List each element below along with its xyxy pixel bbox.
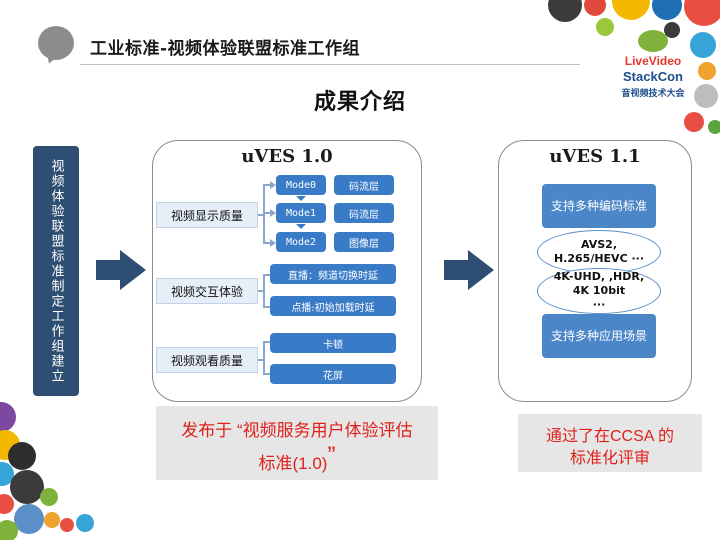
category-display-quality: 视频显示质量 bbox=[156, 202, 258, 228]
review-line-2: 标准化评审 bbox=[569, 450, 650, 467]
viewing-item-artifact: 花屏 bbox=[270, 364, 396, 384]
working-group-label: 视频体验联盟标准制定工作组建立 bbox=[48, 158, 64, 384]
review-line-1: 通过了在CCSA 的 bbox=[545, 428, 675, 445]
decor-dot bbox=[612, 0, 650, 20]
codec-list-ellipse: AVS2, H.265/HEVC ··· bbox=[537, 230, 661, 274]
publication-line-2: 标准(1.0)” bbox=[156, 442, 438, 476]
decor-dot bbox=[664, 22, 680, 38]
decor-dot bbox=[652, 0, 682, 20]
interaction-item-live: 直播：频道切换时延 bbox=[270, 264, 396, 284]
uves-1-0-title: uVES 1.0 bbox=[241, 146, 333, 167]
multi-scenario-box: 支持多种应用场景 bbox=[542, 314, 656, 358]
viewing-item-stall: 卡顿 bbox=[270, 333, 396, 353]
mode-0-pill: Mode0 bbox=[276, 175, 326, 195]
connector-line bbox=[263, 184, 271, 186]
decor-dot bbox=[10, 470, 44, 504]
down-arrow-icon bbox=[296, 196, 306, 201]
uves-1-1-title: uVES 1.1 bbox=[549, 146, 641, 167]
working-group-bar: 视频体验联盟标准制定工作组建立 bbox=[33, 146, 79, 396]
decor-dot bbox=[694, 84, 718, 108]
connector-line bbox=[263, 242, 271, 244]
multi-codec-box: 支持多种编码标准 bbox=[542, 184, 656, 228]
speech-bubble-icon bbox=[38, 26, 74, 60]
decor-dot bbox=[708, 120, 720, 134]
codec-line-2: H.265/HEVC ··· bbox=[553, 252, 645, 265]
decor-dot bbox=[14, 504, 44, 534]
closing-quote: ” bbox=[327, 442, 336, 469]
connector-line bbox=[263, 274, 265, 308]
decor-dot bbox=[76, 514, 94, 532]
connector-line bbox=[263, 306, 271, 308]
connector-line bbox=[263, 184, 265, 244]
mode-2-pill: Mode2 bbox=[276, 232, 326, 252]
mode-2-layer: 图像层 bbox=[334, 232, 394, 252]
decor-dot bbox=[698, 62, 716, 80]
decor-dot bbox=[0, 520, 18, 540]
connector-arrow-icon bbox=[270, 239, 276, 247]
decor-dot bbox=[548, 0, 582, 22]
logo-text-line1: LiveVideo bbox=[624, 54, 682, 68]
connector-line bbox=[263, 274, 271, 276]
connector-line bbox=[263, 373, 271, 375]
publication-line-1: 发布于 “视频服务用户体验评估 bbox=[181, 421, 413, 440]
decor-dot bbox=[44, 512, 60, 528]
decor-dot bbox=[584, 0, 606, 16]
decor-dot bbox=[596, 18, 614, 36]
connector-arrow-icon bbox=[270, 209, 276, 217]
codec-line-1: AVS2, bbox=[580, 238, 618, 252]
decor-dot bbox=[40, 488, 58, 506]
category-interaction: 视频交互体验 bbox=[156, 278, 258, 304]
publication-line-2-text: 标准(1.0) bbox=[258, 454, 328, 473]
logo-text-line2: StackCon bbox=[623, 69, 683, 84]
connector-line bbox=[258, 214, 264, 216]
publication-note: 发布于 “视频服务用户体验评估 标准(1.0)” bbox=[156, 406, 438, 480]
connector-arrow-icon bbox=[270, 181, 276, 189]
connector-line bbox=[258, 290, 264, 292]
page-title: 工业标准-视频体验联盟标准工作组 bbox=[90, 39, 361, 59]
connector-line bbox=[258, 359, 264, 361]
decor-dot bbox=[690, 32, 716, 58]
mode-1-layer: 码流层 bbox=[334, 203, 394, 223]
decor-dot bbox=[8, 442, 36, 470]
interaction-item-vod: 点播:初始加载时延 bbox=[270, 296, 396, 316]
format-list-ellipse: 4K-UHD, ,HDR, 4K 10bit ··· bbox=[537, 268, 661, 314]
connector-line bbox=[263, 341, 271, 343]
right-arrow-icon bbox=[444, 250, 494, 290]
decor-dot bbox=[60, 518, 74, 532]
conference-logo: LiveVideo StackCon 音视频技术大会 bbox=[612, 30, 694, 114]
decor-dot bbox=[0, 494, 14, 514]
format-line-1: 4K-UHD, ,HDR, bbox=[553, 270, 645, 284]
mode-1-pill: Mode1 bbox=[276, 203, 326, 223]
divider bbox=[80, 64, 580, 65]
mode-0-layer: 码流层 bbox=[334, 175, 394, 195]
connector-line bbox=[263, 212, 271, 214]
decor-dot bbox=[684, 0, 720, 26]
format-line-3: ··· bbox=[592, 297, 606, 311]
review-note: 通过了在CCSA 的 标准化评审 bbox=[518, 414, 702, 472]
format-line-2: 4K 10bit bbox=[572, 284, 626, 298]
decor-dot bbox=[0, 402, 16, 432]
down-arrow-icon bbox=[296, 224, 306, 229]
right-arrow-icon bbox=[96, 250, 146, 290]
decor-dot bbox=[684, 112, 704, 132]
category-viewing-quality: 视频观看质量 bbox=[156, 347, 258, 373]
logo-badge-icon bbox=[638, 30, 668, 52]
logo-text-line3: 音视频技术大会 bbox=[621, 88, 685, 98]
connector-line bbox=[263, 341, 265, 375]
section-title: 成果介绍 bbox=[313, 90, 406, 115]
